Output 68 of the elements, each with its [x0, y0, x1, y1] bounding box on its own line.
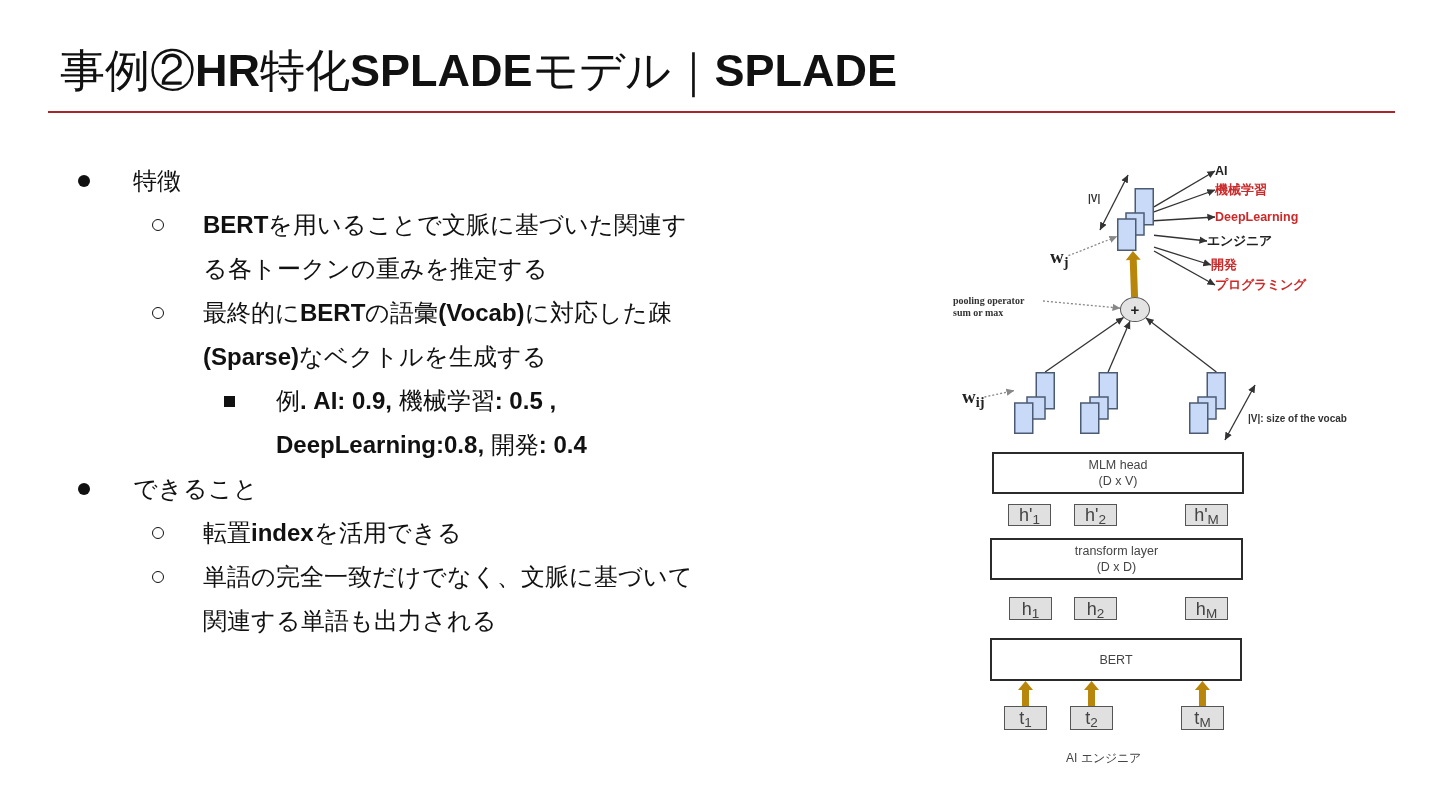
weight-symbol: w$_{ij}$ — [962, 384, 985, 410]
block-arrow — [1018, 681, 1033, 706]
arrow — [1153, 170, 1216, 208]
arrow — [1044, 316, 1125, 373]
dimension-label: |V| — [1088, 192, 1101, 206]
bullet-text: BERTを用いることで文脈に基づいた関連する各トークンの重みを推定する — [203, 210, 689, 284]
hidden-state-box — [1074, 504, 1117, 526]
arrow — [1145, 317, 1218, 373]
vector-label: h$_{1}$ — [1021, 598, 1040, 619]
bullet-text: 特徴 — [133, 166, 181, 196]
vector-label: h'$_{2}$ — [1085, 505, 1106, 525]
token-label: エンジニア — [1207, 233, 1272, 249]
leader-arrow — [983, 388, 1015, 398]
slide-title: 事例②HR特化SPLADEモデル｜SPLADE — [60, 44, 898, 99]
arrow — [1153, 246, 1212, 267]
leader-arrow — [1042, 300, 1121, 311]
layer-box — [992, 452, 1244, 494]
layer-box — [990, 638, 1242, 681]
token-label: 開発 — [1211, 257, 1237, 273]
arrow — [1153, 213, 1216, 222]
weight-symbol: w$_{j}$ — [1050, 244, 1069, 270]
layer-box — [990, 538, 1243, 580]
layer-dimension: (D x V) — [1098, 473, 1138, 489]
vector-stack — [1080, 372, 1118, 434]
bullet-text: 単語の完全一致だけでなく、文脈に基づいて関連する単語も出力される — [203, 562, 694, 636]
annotation-text: pooling operator sum or max — [953, 295, 1043, 319]
vector-label: h'$_{1}$ — [1019, 505, 1040, 525]
vector-label: t$_{1}$ — [1019, 708, 1032, 728]
hidden-state-box — [1185, 504, 1228, 526]
vector-stack — [1189, 372, 1226, 434]
token-label: AI — [1215, 163, 1228, 179]
vector-label: t$_{M}$ — [1194, 708, 1211, 728]
arrow — [1107, 320, 1131, 373]
bullet-text: できること — [133, 474, 258, 504]
operator-symbol: + — [1130, 301, 1140, 318]
token-box — [1181, 706, 1224, 730]
bullet-text: 例. AI: 0.9, 機械学習: 0.5 , DeepLearning:0.8, 開発: 0.4 — [276, 386, 588, 460]
input-text: AI エンジニア — [1066, 751, 1141, 765]
bullet-text: 転置indexを活用できる — [203, 518, 462, 548]
hidden-state-box — [1074, 597, 1117, 620]
layer-name: MLM head — [1088, 457, 1148, 473]
token-box — [1070, 706, 1113, 730]
arrow — [1153, 189, 1216, 213]
layer-dimension: (D x D) — [1096, 559, 1137, 575]
operator-circle — [1120, 297, 1150, 322]
vector-label: t$_{2}$ — [1085, 708, 1098, 728]
hidden-state-box — [1185, 597, 1228, 620]
layer-name: transform layer — [1074, 543, 1159, 559]
layer-name: BERT — [1099, 651, 1133, 668]
leader-arrow — [1067, 235, 1118, 257]
bullet-text: 最終的にBERTの語彙(Vocab)に対応した疎(Sparse)なベクトルを生成する — [203, 298, 673, 372]
vector-stack — [1014, 372, 1055, 434]
arrow — [1153, 234, 1208, 244]
arrow — [1153, 250, 1216, 286]
block-arrow — [1084, 681, 1100, 706]
vector-label: h$_{M}$ — [1195, 598, 1218, 619]
hidden-state-box — [1009, 597, 1052, 620]
block-arrow — [1125, 251, 1141, 298]
dimension-label: |V|: size of the vocab — [1248, 412, 1347, 426]
token-label: DeepLearning — [1215, 209, 1299, 225]
vector-label: h'$_{M}$ — [1194, 505, 1219, 525]
token-label: 機械学習 — [1215, 182, 1267, 198]
vector-label: h$_{2}$ — [1086, 598, 1105, 619]
hidden-state-box — [1008, 504, 1051, 526]
vector-stack — [1117, 188, 1154, 251]
token-label: プログラミング — [1215, 277, 1306, 293]
block-arrow — [1194, 681, 1210, 706]
token-box — [1004, 706, 1047, 730]
